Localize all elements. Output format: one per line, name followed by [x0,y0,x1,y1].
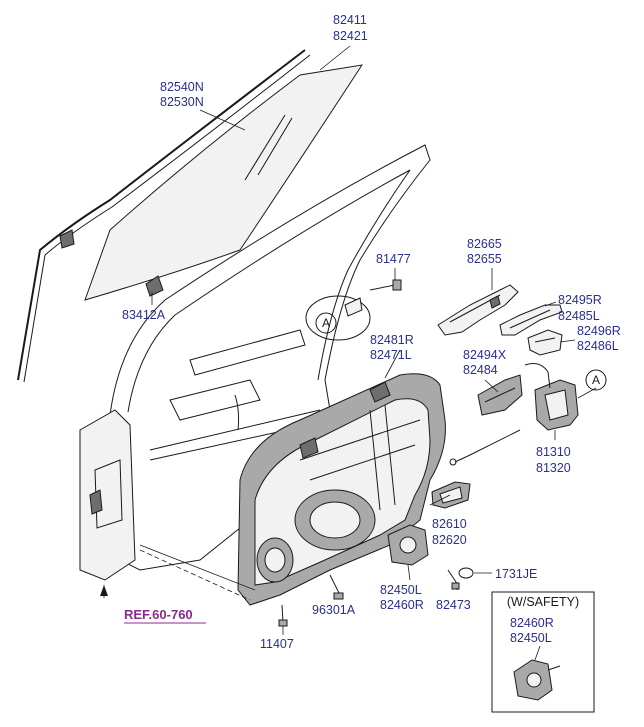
handle-cover [527,329,563,356]
label-82620: 82620 [432,533,467,547]
label-82460R: 82460R [380,598,424,612]
label-81310: 81310 [536,445,571,459]
label-83412A: 83412A [122,308,166,322]
reference-arrow [100,585,108,596]
door-module-panel [237,373,446,606]
label-82486L: 82486L [577,339,619,353]
ref-link[interactable]: REF.60-760 [124,607,206,624]
label-82655: 82655 [467,252,502,266]
inset-label-82450L: 82450L [510,631,552,645]
callout-a-left: A [315,312,337,334]
leader-lines [103,45,597,635]
inset-label-82460R: 82460R [510,616,554,630]
label-81320: 81320 [536,461,571,475]
key-cylinder [477,374,523,416]
callout-a-right: A [585,369,607,391]
door-latch-assembly [449,363,579,466]
inset-title: (W/SAFETY) [507,595,579,609]
part-labels: 82411 82421 82540N 82530N 83412A 81477 8… [122,13,621,651]
label-82421: 82421 [333,29,368,43]
bolt-11407 [278,604,288,627]
detail-lens [305,295,371,341]
label-82495R: 82495R [558,293,602,307]
label-82610: 82610 [432,517,467,531]
bolt-96301A [329,574,344,600]
glass-run-channel [17,49,311,383]
label-82496R: 82496R [577,324,621,338]
hinge-side-panel [79,409,136,581]
door-glass [84,64,364,301]
callout-a-left-text: A [322,316,330,330]
outside-handle-bracket [437,284,519,336]
glass-holder-clip [145,275,164,297]
label-82481R: 82481R [370,333,414,347]
regulator-motor [387,524,429,566]
ref-60-760-text[interactable]: REF.60-760 [124,607,193,622]
inside-handle [431,481,471,509]
bolt-81477 [369,279,402,291]
callout-a-right-text: A [592,373,600,387]
label-96301A: 96301A [312,603,356,617]
label-82471L: 82471L [370,348,412,362]
outside-handle [499,304,563,336]
label-82484: 82484 [463,363,498,377]
label-1731JE: 1731JE [495,567,537,581]
label-82540N: 82540N [160,80,204,94]
label-81477: 81477 [376,252,411,266]
label-82485L: 82485L [558,309,600,323]
safety-motor [513,659,561,701]
label-82530N: 82530N [160,95,204,109]
label-82411: 82411 [333,13,367,27]
safety-inset: (W/SAFETY) 82460R 82450L [491,591,595,713]
label-82665: 82665 [467,237,502,251]
label-82450L: 82450L [380,583,422,597]
door-frame [109,144,431,571]
label-82494X: 82494X [463,348,507,362]
screw-82473 [447,569,460,590]
label-11407: 11407 [260,637,294,651]
grommet-1731JE [458,567,474,579]
label-82473: 82473 [436,598,471,612]
